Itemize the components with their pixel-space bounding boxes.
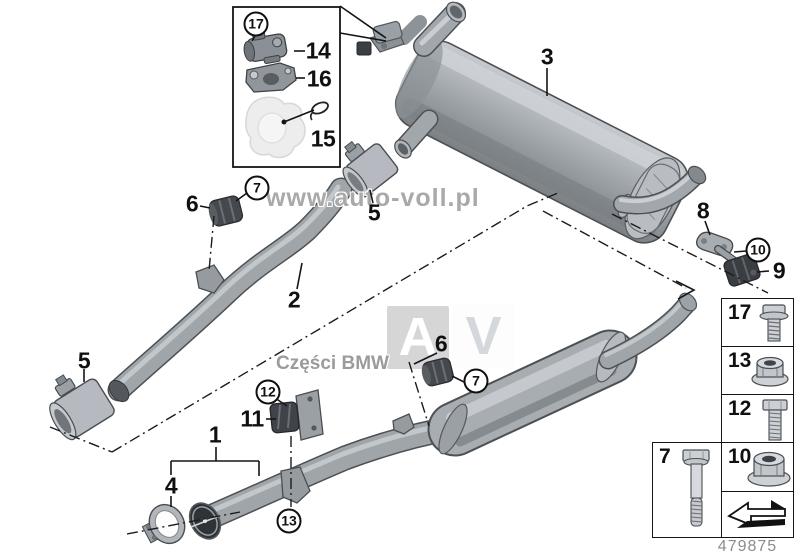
legend-label-10: 10 [728, 445, 752, 468]
callout-9: 9 [772, 257, 786, 284]
callout-16: 16 [306, 65, 332, 92]
callout-12-circle: 12 [255, 379, 281, 405]
front-pipe-2 [107, 177, 353, 403]
rubber-mount-11 [269, 389, 324, 441]
legend-label-17: 17 [728, 301, 752, 324]
hex-bolt-icon [762, 399, 788, 441]
callout-8: 8 [696, 197, 710, 224]
callout-5-top: 5 [367, 199, 381, 226]
rubber-mount-6-top [208, 195, 244, 227]
rubber-mount-6-mid [421, 357, 454, 387]
legend-box-7: 7 [652, 442, 722, 538]
logo-square-a: A [387, 306, 449, 369]
pipe1-bracket-tab [280, 466, 311, 504]
callout-17-circle: 17 [243, 11, 269, 37]
gasket-part-16 [245, 62, 297, 93]
flange-nut-large-icon [747, 451, 791, 487]
front-silencer-assembly-1 [188, 292, 698, 540]
callout-6-top: 6 [185, 190, 199, 217]
direction-of-travel-arrow-icon [727, 500, 786, 528]
callout-6-mid: 6 [434, 330, 448, 357]
bracket-8 [696, 231, 740, 266]
rubber-mount-9 [723, 253, 761, 287]
clamp-5-top [342, 140, 399, 198]
tip-pipe-rear [397, 15, 427, 45]
legend-box-12: 12 [721, 394, 794, 443]
solid-leader-lines [83, 5, 770, 507]
clamp-ring-4 [141, 503, 186, 545]
clamp-5-left [49, 374, 115, 441]
callout-7-top-circle: 7 [244, 175, 270, 201]
flange-nut-icon [751, 356, 789, 387]
callout-15: 15 [310, 125, 336, 152]
logo-square-v: V [452, 303, 515, 369]
callout-13-circle: 13 [276, 508, 302, 534]
legend-box-10: 10 [721, 442, 794, 492]
callout-1: 1 [208, 421, 222, 448]
center-axis-lines [49, 192, 769, 535]
legend-box-17: 17 [721, 298, 794, 347]
legend-label-7: 7 [659, 445, 671, 468]
legend-box-direction [721, 491, 794, 538]
watermark-brand: Części BMW [276, 353, 389, 374]
legend-label-13: 13 [728, 349, 752, 372]
pipe1-hanger [392, 413, 415, 435]
axis-arrowhead [675, 280, 696, 300]
actuator-part-14 [243, 29, 288, 64]
muffler-actuator [356, 20, 405, 56]
rear-muffler-3 [356, 1, 707, 244]
pipe2-hanger-tab [195, 264, 225, 294]
flange-bolt-icon [759, 304, 789, 342]
callout-7-mid-circle: 7 [463, 368, 489, 394]
diagram-part-number: 479875 [717, 538, 778, 555]
stud-bolt-icon [682, 449, 710, 527]
callout-5-left: 5 [77, 347, 91, 374]
callout-4: 4 [164, 472, 178, 499]
callout-11: 11 [240, 405, 264, 432]
legend-box-13: 13 [721, 346, 794, 395]
inset-box [232, 6, 341, 168]
callout-10-circle: 10 [745, 237, 771, 263]
callout-3: 3 [540, 43, 554, 70]
callout-2: 2 [287, 286, 301, 313]
legend-label-12: 12 [728, 397, 752, 420]
callout-14: 14 [305, 37, 331, 64]
